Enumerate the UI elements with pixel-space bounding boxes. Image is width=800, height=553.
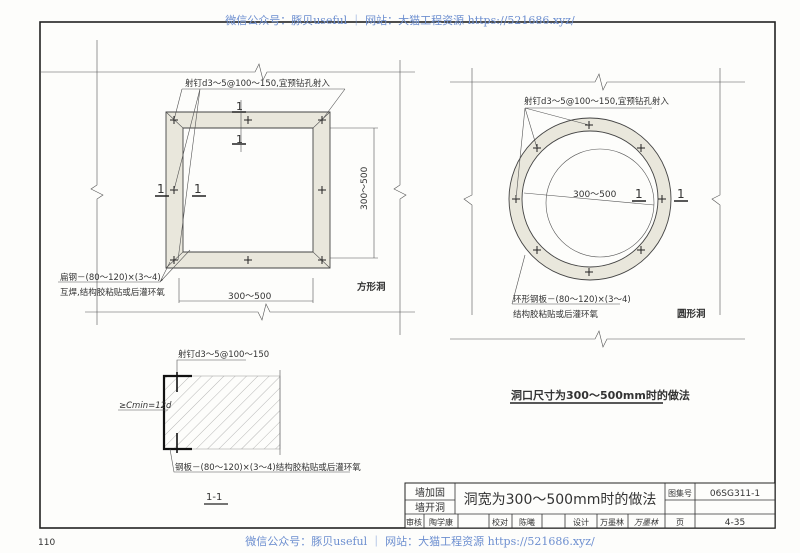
section-1-1-drawing: 射钉d3～5@100～150 ≥Cmin=12d 钢板－(80～120)×(3～… (118, 349, 361, 505)
category-opening: 墙开洞 (415, 501, 445, 514)
section-label: 1-1 (206, 492, 222, 503)
round-section-mark-right: 1 (677, 187, 685, 201)
wall-edge-left (90, 40, 104, 325)
wall-edge-right (711, 68, 721, 315)
sheet-page-number: 4-35 (725, 518, 745, 528)
drawing-title: 洞宽为300～500mm时的做法 (464, 491, 657, 508)
steel-plate-section (162, 374, 192, 451)
atlas-label: 图集号 (668, 488, 692, 498)
watermark-bottom: 微信公众号：豚贝useful ｜ 网站：大猫工程资源 https://52168… (245, 534, 595, 548)
square-nail-note: 射钉d3～5@100～150,宜预钻孔射入 (185, 78, 330, 89)
round-plate-note-1: 环形钢板－(80～120)×(3～4) (513, 294, 631, 305)
hole-outline (545, 148, 655, 258)
square-plate-note-1: 扁钢－(80～120)×(3～4), (60, 272, 163, 283)
section-mark-bottom: 1 (236, 133, 243, 146)
square-plate-note-2: 互焊,结构胶粘贴或后灌环氧 (60, 287, 165, 298)
diameter-dimension (523, 192, 655, 206)
page-label: 页 (676, 518, 684, 527)
wall-section-hatch (163, 375, 281, 450)
height-dim-text: 300～500 (360, 166, 370, 210)
section-mark-right: 1 (194, 182, 202, 196)
wall-break-line-top (40, 63, 415, 81)
round-plate-note-2: 结构胶粘贴或后灌环氧 (513, 309, 599, 320)
nail-markers (512, 121, 666, 276)
check-label: 校对 (492, 517, 508, 527)
wall-break-line-bottom (85, 303, 415, 321)
section-nail-note: 射钉d3～5@100～150 (178, 349, 269, 360)
reviewer-name: 陶学康 (429, 517, 453, 527)
designer-name: 万墨林 (600, 517, 624, 527)
round-hole-label: 圆形洞 (677, 308, 706, 320)
wall-edge-left (463, 68, 473, 315)
wall-edge-right (393, 60, 407, 335)
detail-caption: 洞口尺寸为300～500mm时的做法 (511, 388, 690, 402)
section-plate-note: 钢板－(80～120)×(3～4)结构胶粘贴或后灌环氧 (175, 462, 361, 473)
diameter-dim-text: 300～500 (573, 190, 617, 200)
section-mark-top: 1 (236, 100, 243, 113)
section-mark-left: 1 (157, 182, 165, 196)
round-nail-note: 射钉d3～5@100～150,宜预钻孔射入 (524, 96, 669, 107)
round-hole-drawing: 射钉d3～5@100～150,宜预钻孔射入 300～500 1 1 环形钢板－(… (450, 68, 745, 348)
designer-signature: 万墨林 (634, 518, 659, 527)
wall-break-line-bottom (450, 330, 745, 348)
width-dim-text: 300～500 (228, 292, 272, 302)
square-hole-drawing: 射钉d3～5@100～150,宜预钻孔射入 1 1 1 1 300～500 30… (40, 40, 415, 335)
nail-markers (170, 116, 326, 264)
round-section-mark-left: 1 (635, 187, 643, 201)
cover-note: ≥Cmin=12d (119, 401, 172, 411)
book-page-number: 110 (38, 538, 55, 548)
height-dimension (330, 127, 378, 259)
watermark-top: 微信公众号：豚贝useful ｜ 网站：大猫工程资源 https://52168… (225, 13, 575, 27)
atlas-number: 06SG311-1 (710, 489, 760, 499)
checker-name: 陈曦 (519, 517, 535, 527)
design-label: 设计 (573, 517, 589, 527)
width-dimension (178, 278, 314, 303)
title-block: 墙加固 墙开洞 洞宽为300～500mm时的做法 图集号 06SG311-1 审… (404, 482, 776, 529)
nail-leaders (515, 107, 652, 200)
square-hole-label: 方形洞 (357, 281, 386, 293)
review-label: 审核 (406, 517, 422, 527)
category-reinforce: 墙加固 (415, 486, 445, 499)
square-steel-frame (165, 111, 331, 269)
nail-leaders (173, 88, 346, 261)
wall-break-line-top (450, 73, 745, 91)
